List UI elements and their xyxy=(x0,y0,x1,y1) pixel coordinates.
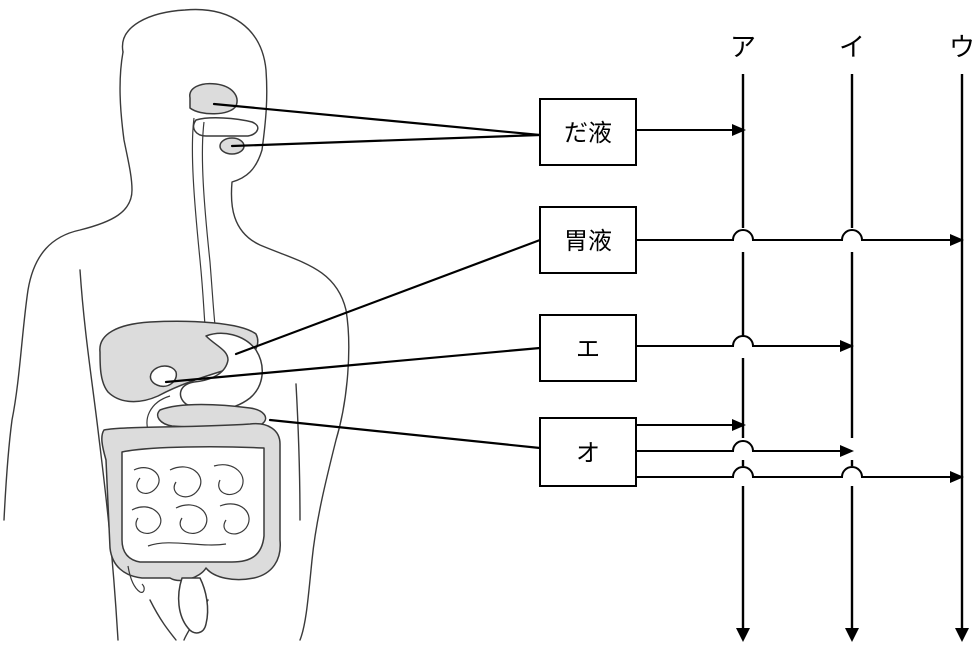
box-saliva: だ液 xyxy=(540,99,636,165)
human-figure xyxy=(4,10,349,640)
pointer-gastric xyxy=(236,240,540,354)
gallbladder xyxy=(150,366,176,386)
axis-a-arrowhead xyxy=(736,628,750,642)
axis-i-arrowhead xyxy=(845,628,859,642)
rectum xyxy=(179,578,208,633)
box-o-label: オ xyxy=(576,439,600,467)
axis-u-arrowhead xyxy=(955,628,969,642)
parotid-gland xyxy=(190,84,237,114)
hip-line xyxy=(150,600,176,640)
esophagus-inner xyxy=(202,122,216,334)
box-e-label: エ xyxy=(576,335,600,363)
esophagus xyxy=(192,118,206,336)
pointer-saliva-lower xyxy=(232,135,540,146)
small-intestine xyxy=(122,447,264,562)
box-gastric-label: 胃液 xyxy=(564,227,612,255)
column-label-a: ア xyxy=(730,33,756,63)
pointer-o xyxy=(270,420,540,448)
column-labels: ア イ ウ xyxy=(730,33,975,63)
box-e: エ xyxy=(540,315,636,381)
vertical-axes xyxy=(736,74,969,642)
column-label-u: ウ xyxy=(949,33,975,63)
flow-e-to-i xyxy=(636,336,842,346)
flow-o-to-i xyxy=(636,441,842,451)
flow-o-to-u xyxy=(636,467,952,477)
column-label-i: イ xyxy=(839,33,865,63)
arrowhead-o-i xyxy=(840,445,854,457)
flow-gastric-to-u xyxy=(636,230,952,240)
box-gastric: 胃液 xyxy=(540,207,636,273)
flow-arrows xyxy=(636,124,964,483)
box-o: オ xyxy=(540,418,636,486)
arm-inner-right xyxy=(296,384,300,520)
box-saliva-label: だ液 xyxy=(564,119,612,147)
pointer-saliva-upper xyxy=(214,104,540,135)
